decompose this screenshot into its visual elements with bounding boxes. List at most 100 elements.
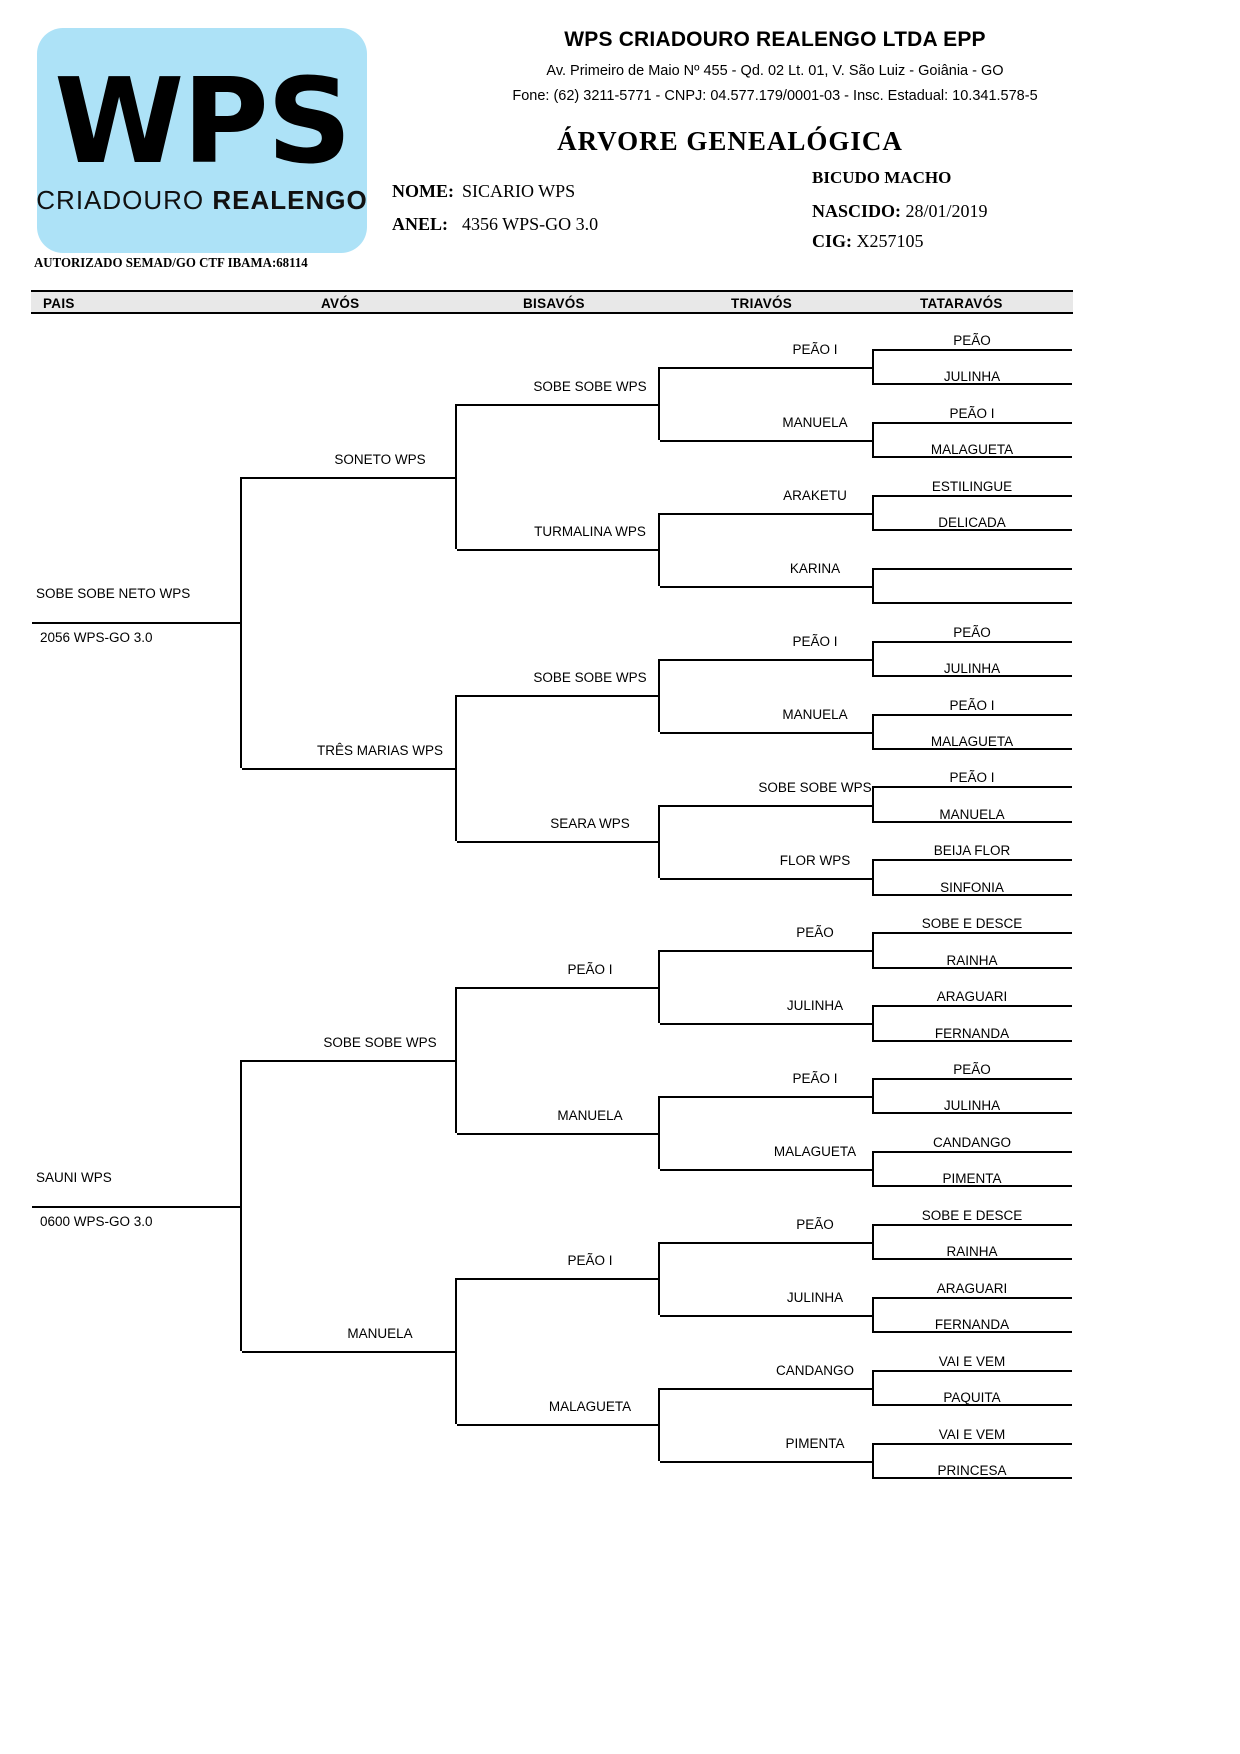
document-header: WPS CRIADOURO REALENGO WPS CRIADOURO REA…: [0, 0, 1240, 275]
tree-connector: [660, 950, 872, 953]
tree-connector: [32, 622, 240, 625]
tataravos-name: PEÃO I: [949, 405, 995, 421]
tree-connector: [658, 658, 660, 732]
field-nome-label: NOME:: [392, 181, 454, 201]
tree-connector: [658, 513, 660, 586]
tree-connector: [240, 1059, 242, 1352]
triavos-name: PEÃO I: [792, 342, 838, 358]
field-cig-label: CIG:: [812, 231, 852, 251]
tataravos-name: PRINCESA: [937, 1462, 1007, 1478]
tree-connector: [457, 403, 658, 406]
tree-connector: [660, 1387, 872, 1390]
tree-connector: [660, 1169, 872, 1172]
avos-name: SONETO WPS: [334, 451, 426, 467]
triavos-name: PEÃO I: [792, 1071, 838, 1087]
tree-connector: [660, 367, 872, 370]
field-nascido-label: NASCIDO:: [812, 201, 902, 221]
column-header-bisavos: BISAVÓS: [523, 296, 585, 311]
authorization-text: AUTORIZADO SEMAD/GO CTF IBAMA:68114: [34, 256, 308, 271]
tree-connector: [457, 1424, 658, 1427]
tree-connector: [455, 986, 457, 1133]
tree-connector: [660, 1096, 872, 1099]
company-address: Av. Primeiro de Maio Nº 455 - Qd. 02 Lt.…: [546, 63, 1004, 79]
tataravos-name: RAINHA: [946, 1244, 998, 1260]
logo-tagline: CRIADOURO REALENGO: [36, 185, 367, 216]
tree-connector: [457, 1132, 658, 1135]
tree-connector: [240, 476, 242, 769]
tataravos-name: ARAGUARI: [936, 989, 1008, 1005]
logo-wordmark: WPS: [54, 51, 352, 190]
bisavos-name: PEÃO I: [567, 961, 613, 977]
field-nascido: NASCIDO: 28/01/2019: [812, 201, 988, 222]
avos-name: TRÊS MARIAS WPS: [316, 743, 443, 759]
field-cig: CIG: X257105: [812, 231, 924, 252]
tataravos-name: SOBE E DESCE: [921, 916, 1023, 932]
tataravos-name: MANUELA: [939, 806, 1005, 822]
tree-connector: [660, 731, 872, 734]
tataravos-box: [872, 1369, 1072, 1407]
bisavos-name: MANUELA: [557, 1107, 623, 1123]
column-header-avos: AVÓS: [321, 296, 360, 311]
tataravos-box: [872, 567, 1072, 605]
tataravos-name: SINFONIA: [940, 879, 1004, 895]
tree-connector: [660, 585, 872, 588]
tree-connector: [660, 1460, 872, 1463]
tree-connector: [457, 841, 658, 844]
tataravos-name: PEÃO: [953, 624, 991, 640]
tataravos-name: DELICADA: [938, 515, 1006, 531]
tree-connector: [660, 1242, 872, 1245]
tataravos-box: [872, 349, 1072, 386]
tree-connector: [242, 1351, 455, 1354]
tataravos-box: [872, 713, 1072, 750]
triavos-name: PEÃO: [796, 1217, 834, 1233]
bisavos-name: SOBE SOBE WPS: [533, 378, 647, 394]
field-species-sex: BICUDO MACHO: [812, 168, 952, 187]
tree-connector: [658, 367, 660, 441]
tree-connector: [658, 804, 660, 878]
tree-connector: [457, 695, 658, 698]
bisavos-name: SOBE SOBE WPS: [533, 670, 647, 686]
field-anel-label: ANEL:: [392, 214, 449, 234]
field-anel-value: 4356 WPS-GO 3.0: [462, 214, 599, 234]
tree-connector: [660, 877, 872, 880]
tree-connector: [455, 403, 457, 550]
triavos-name: JULINHA: [786, 998, 844, 1014]
tataravos-box: [872, 1296, 1072, 1334]
tree-connector: [660, 513, 872, 516]
tataravos-name: VAI E VEM: [938, 1353, 1006, 1369]
tree-connector: [242, 1059, 455, 1062]
tataravos-name: PEÃO: [953, 333, 991, 348]
tataravos-box: [872, 786, 1072, 823]
tataravos-name: JULINHA: [943, 661, 1001, 677]
tataravos-name: ARAGUARI: [936, 1280, 1008, 1296]
avos-name: MANUELA: [347, 1326, 413, 1342]
tataravos-box: [872, 932, 1072, 969]
tree-connector: [455, 1278, 457, 1425]
triavos-name: PEÃO I: [792, 633, 838, 649]
triavos-name: PEÃO: [796, 925, 834, 941]
tataravos-name: PAQUITA: [943, 1390, 1001, 1406]
tree-connector: [658, 950, 660, 1024]
column-header-tataravos: TATARAVÓS: [920, 296, 1003, 311]
tataravos-name: RAINHA: [946, 952, 998, 968]
triavos-name: MANUELA: [782, 706, 848, 722]
tree-connector: [242, 476, 455, 479]
tree-connector: [457, 549, 658, 552]
triavos-name: KARINA: [789, 560, 841, 576]
tree-connector: [660, 804, 872, 807]
tataravos-box: [872, 1223, 1072, 1261]
tataravos-name: JULINHA: [943, 369, 1001, 385]
generation-header-bar: PAIS AVÓS BISAVÓS TRIAVÓS TATARAVÓS: [31, 290, 1073, 314]
triavos-name: FLOR WPS: [779, 852, 851, 868]
tataravos-box: [872, 1005, 1072, 1042]
triavos-name: ARAKETU: [783, 488, 847, 504]
tree-connector: [660, 1314, 872, 1317]
tree-connector: [457, 1278, 658, 1281]
field-cig-value: X257105: [856, 231, 924, 251]
logo-tagline-bold: REALENGO: [212, 185, 368, 216]
tataravos-name: PEÃO I: [949, 697, 995, 713]
pais-ring: 2056 WPS-GO 3.0: [40, 630, 153, 646]
tataravos-name: ESTILINGUE: [931, 478, 1013, 494]
triavos-name: CANDANGO: [775, 1362, 854, 1378]
